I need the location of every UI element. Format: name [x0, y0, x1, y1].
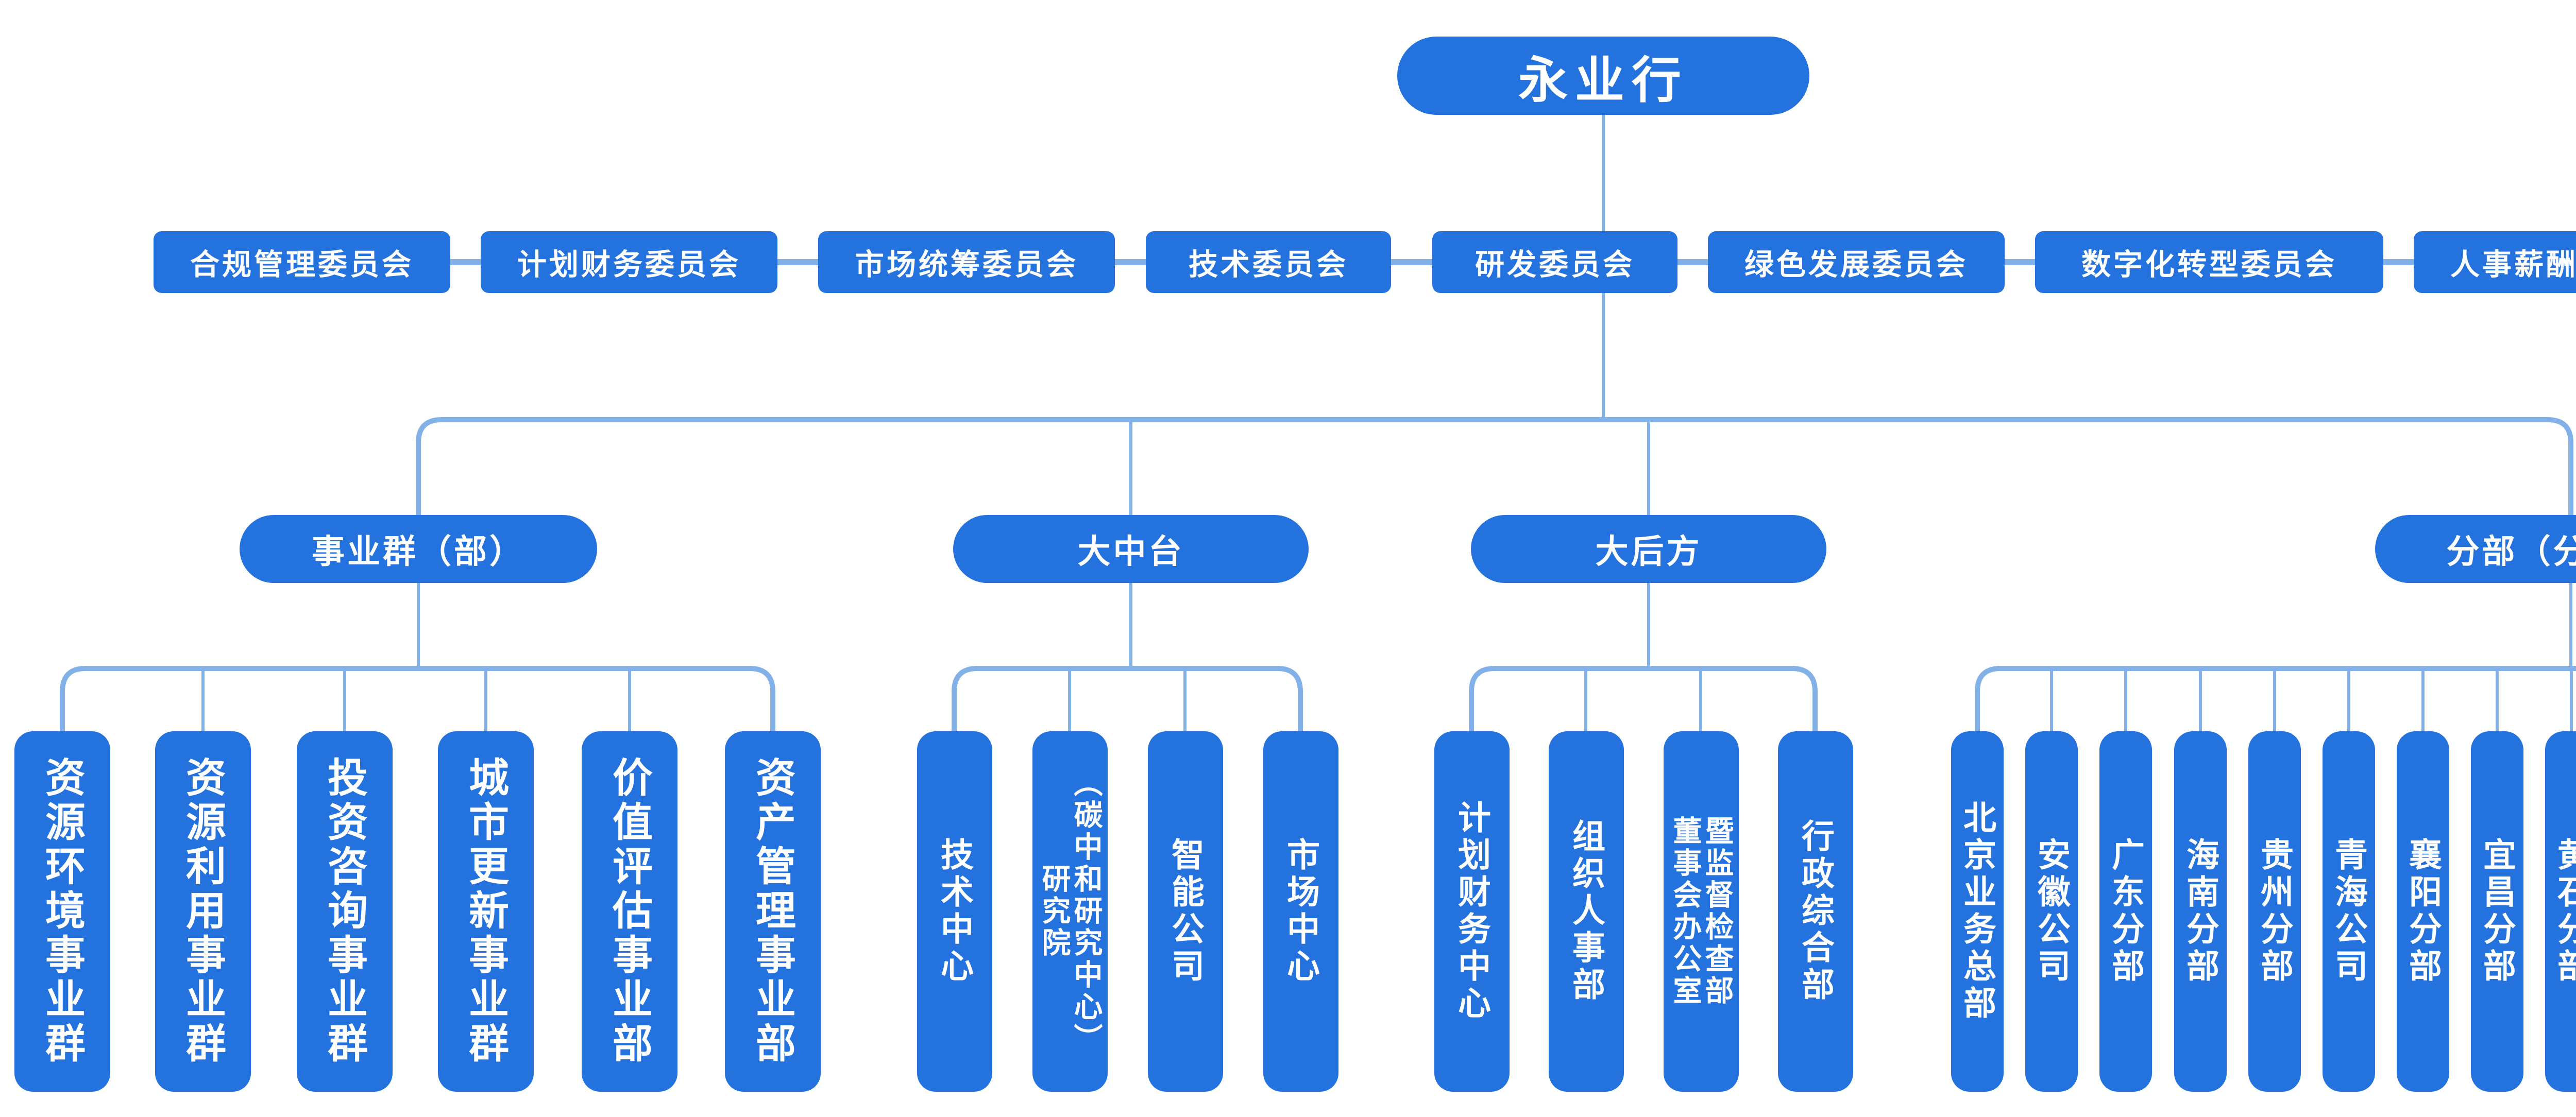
- dept-node: 市场中心: [1263, 731, 1338, 1092]
- dept-label-line: 董事会办公室: [1669, 816, 1702, 1007]
- dept-label: 海南分部: [2182, 837, 2219, 986]
- dept-label: 北京业务总部: [1959, 800, 1996, 1023]
- dept-label: 黄石分部: [2553, 837, 2576, 986]
- dept-node: 研究院 （碳中和研究中心）: [1032, 731, 1108, 1092]
- dept-node: 智能公司: [1148, 731, 1223, 1092]
- committee-node: 数字化转型委员会: [2035, 231, 2383, 293]
- dept-node: 董事会办公室 暨监督检查部: [1664, 731, 1739, 1092]
- dept-node: 广东分部: [2099, 731, 2152, 1092]
- group-node: 事业群（部）: [240, 515, 597, 583]
- dept-node: 技术中心: [917, 731, 992, 1092]
- org-node-root: 永业行: [1397, 37, 1809, 115]
- dept-node: 北京业务总部: [1951, 731, 2004, 1092]
- dept-node: 海南分部: [2174, 731, 2227, 1092]
- dept-label: 组织人事部: [1568, 819, 1605, 1004]
- dept-node: 计划财务中心: [1434, 731, 1510, 1092]
- dept-node: 宜昌分部: [2471, 731, 2523, 1092]
- dept-label: 青海公司: [2330, 837, 2367, 986]
- dept-node: 安徽公司: [2025, 731, 2078, 1092]
- dept-label-line: 研究院: [1038, 864, 1071, 959]
- dept-node: 贵州分部: [2248, 731, 2301, 1092]
- dept-label: 行政综合部: [1797, 819, 1834, 1004]
- dept-label: 资产管理事业部: [750, 757, 795, 1067]
- dept-label: 贵州分部: [2256, 837, 2293, 986]
- committee-node: 合规管理委员会: [154, 231, 450, 293]
- group-node: 分部（分公司）: [2375, 515, 2576, 583]
- dept-label: 技术中心: [936, 837, 973, 986]
- committee-node: 计划财务委员会: [481, 231, 777, 293]
- dept-node: 投资咨询事业群: [297, 731, 393, 1092]
- dept-label-line: 暨监督检查部: [1701, 816, 1734, 1007]
- dept-label: 安徽公司: [2033, 837, 2070, 986]
- dept-node: 黄石分部: [2545, 731, 2576, 1092]
- dept-node: 行政综合部: [1778, 731, 1853, 1092]
- dept-node: 资产管理事业部: [725, 731, 821, 1092]
- dept-label: 城市更新事业群: [463, 757, 509, 1067]
- dept-node: 襄阳分部: [2397, 731, 2449, 1092]
- dept-node: 组织人事部: [1549, 731, 1624, 1092]
- dept-node: 青海公司: [2323, 731, 2375, 1092]
- dept-node: 资源环境事业群: [14, 731, 110, 1092]
- committee-node: 技术委员会: [1146, 231, 1391, 293]
- dept-label: 宜昌分部: [2479, 837, 2516, 986]
- committee-node: 绿色发展委员会: [1708, 231, 2005, 293]
- dept-node: 城市更新事业群: [438, 731, 534, 1092]
- dept-label: 资源利用事业群: [180, 757, 226, 1067]
- dept-label: 智能公司: [1167, 837, 1204, 986]
- dept-label: 投资咨询事业群: [322, 757, 367, 1067]
- dept-label-line: （碳中和研究中心）: [1070, 768, 1103, 1055]
- dept-label: 资源环境事业群: [40, 757, 85, 1067]
- dept-node: 价值评估事业部: [582, 731, 677, 1092]
- dept-node: 资源利用事业群: [155, 731, 251, 1092]
- dept-label: 市场中心: [1282, 837, 1319, 986]
- dept-label: 价值评估事业部: [607, 757, 652, 1067]
- committee-node: 人事薪酬委员会: [2414, 231, 2576, 293]
- group-node: 大中台: [953, 515, 1309, 583]
- committee-node: 研发委员会: [1432, 231, 1677, 293]
- dept-label: 广东分部: [2107, 837, 2144, 986]
- group-node: 大后方: [1471, 515, 1826, 583]
- dept-label: 襄阳分部: [2404, 837, 2442, 986]
- committee-node: 市场统筹委员会: [818, 231, 1115, 293]
- dept-label: 计划财务中心: [1453, 800, 1490, 1023]
